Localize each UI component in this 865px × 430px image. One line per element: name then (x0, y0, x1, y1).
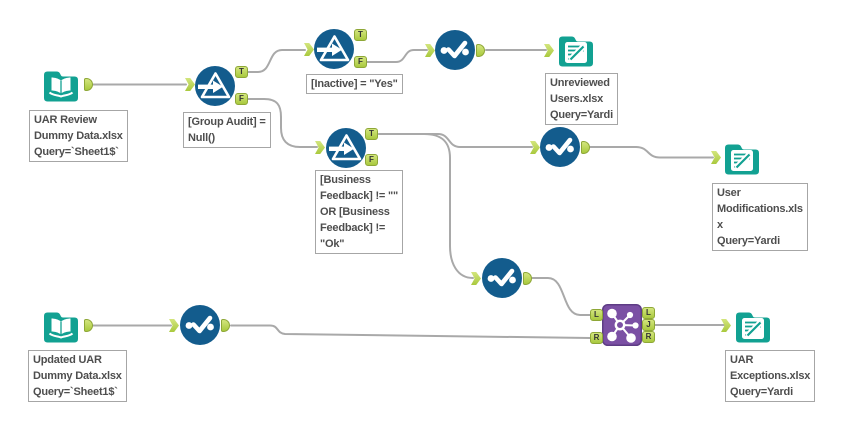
tool-filter-business-feedback[interactable]: T F (315, 128, 378, 168)
connection-filter3T-unique2[interactable] (378, 133, 533, 148)
input-anchor[interactable] (315, 141, 325, 154)
unique-icon (435, 30, 475, 70)
unique-icon (180, 305, 220, 345)
input-anchor[interactable] (530, 141, 540, 154)
input-anchor[interactable] (471, 272, 481, 285)
input-anchor[interactable] (169, 319, 179, 332)
true-anchor[interactable]: T (235, 66, 248, 78)
tool-join[interactable]: L R L J R (590, 304, 655, 346)
connection-unique2-output2[interactable] (589, 146, 714, 159)
connection-unique3-joinL[interactable] (531, 277, 592, 316)
join-icon (602, 304, 642, 346)
tool-unique-top[interactable] (425, 30, 485, 70)
input-anchor[interactable] (185, 78, 195, 91)
input-anchor[interactable] (711, 151, 721, 164)
output-data-icon (725, 144, 759, 175)
annotation-filter-group-audit[interactable]: [Group Audit] = Null() (183, 112, 271, 148)
connection-filter3T-unique3[interactable] (378, 133, 474, 279)
annotation-output-uar-exceptions[interactable]: UAR Exceptions.xlsx Query=Yardi (725, 350, 816, 402)
output-anchor[interactable] (581, 141, 590, 154)
input-data-icon (44, 312, 78, 343)
unique-icon (540, 127, 580, 167)
false-anchor[interactable]: F (235, 93, 248, 105)
tool-input-data-uar-review[interactable] (40, 64, 93, 106)
output-anchor[interactable] (84, 78, 93, 91)
connection-unique4-joinR[interactable] (230, 324, 591, 339)
tool-unique-bottom[interactable] (169, 305, 230, 345)
left-output-anchor[interactable]: L (642, 307, 655, 319)
annotation-filter-inactive[interactable]: [Inactive] = "Yes" (306, 74, 403, 94)
filter-icon (326, 128, 366, 168)
input-anchor[interactable] (721, 319, 731, 332)
true-anchor[interactable]: T (365, 128, 378, 140)
output-data-icon (736, 312, 770, 343)
output-anchor[interactable] (84, 319, 93, 332)
tool-output-data-unreviewed-users[interactable] (544, 29, 597, 71)
annotation-output-user-modifications[interactable]: User Modifications.xls x Query=Yardi (712, 183, 808, 251)
tool-unique-lower[interactable] (471, 258, 532, 298)
filter-icon (314, 29, 354, 69)
output-anchor[interactable] (221, 319, 230, 332)
join-output-anchor[interactable]: J (642, 319, 655, 331)
right-output-anchor[interactable]: R (642, 331, 655, 343)
filter-icon (195, 66, 235, 106)
annotation-filter-business-feedback[interactable]: [Business Feedback] != "" OR [Business F… (315, 170, 404, 254)
right-input-anchor[interactable]: R (590, 332, 603, 344)
annotation-input-uar-review[interactable]: UAR Review Dummy Data.xlsx Query=`Sheet1… (29, 110, 128, 162)
input-anchor[interactable] (304, 43, 314, 56)
connection-filter1T-filter2[interactable] (247, 49, 306, 73)
tool-output-data-user-modifications[interactable] (711, 137, 763, 179)
output-data-icon (559, 36, 593, 67)
unique-icon (482, 258, 522, 298)
tool-filter-inactive[interactable]: T F (304, 29, 367, 69)
true-anchor[interactable]: T (354, 29, 367, 41)
tool-input-data-updated-uar[interactable] (40, 305, 93, 347)
false-anchor[interactable]: F (354, 56, 367, 68)
tool-output-data-uar-exceptions[interactable] (721, 305, 774, 347)
connection-filter1F-filter3[interactable] (247, 98, 318, 148)
output-anchor[interactable] (523, 272, 532, 285)
tool-filter-group-audit[interactable]: T F (185, 66, 248, 106)
input-anchor[interactable] (544, 44, 554, 57)
input-data-icon (44, 71, 78, 102)
tool-unique-middle[interactable] (530, 127, 590, 167)
connection-filter2F-unique1[interactable] (366, 49, 428, 63)
annotation-input-updated-uar[interactable]: Updated UAR Dummy Data.xlsx Query=`Sheet… (28, 350, 127, 402)
output-anchor[interactable] (476, 44, 485, 57)
input-anchor[interactable] (425, 44, 435, 57)
left-input-anchor[interactable]: L (590, 309, 603, 321)
annotation-output-unreviewed[interactable]: Unreviewed Users.xlsx Query=Yardi (545, 73, 618, 125)
false-anchor[interactable]: F (365, 154, 378, 166)
